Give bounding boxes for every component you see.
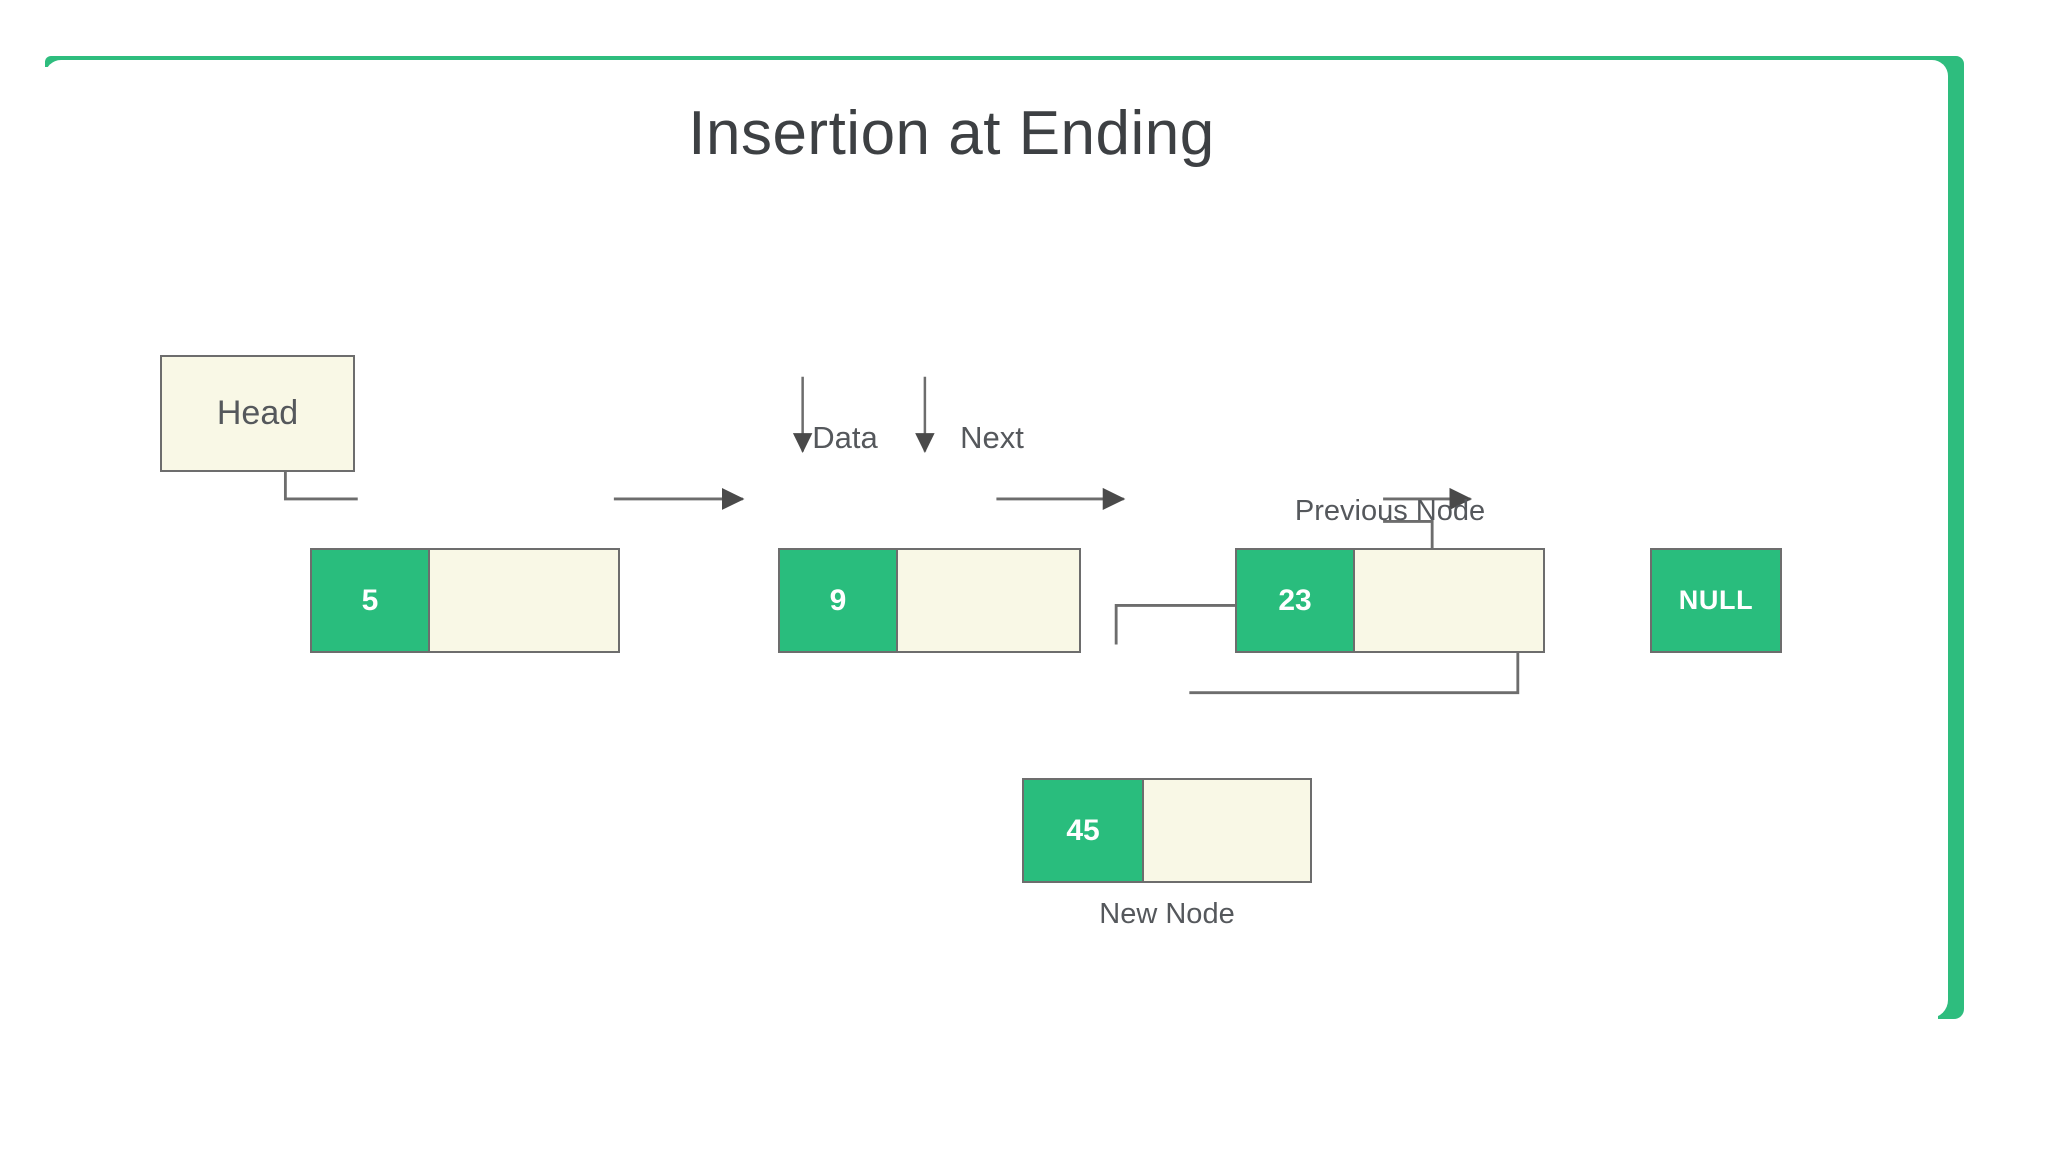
node-data-cell: 23 [1237,550,1355,651]
list-node-5: 5 [310,548,620,653]
page-title: Insertion at Ending [688,99,1215,168]
label-next: Next [960,420,1024,455]
label-new-node: New Node [1099,898,1235,930]
head-box: Head [160,355,355,472]
node-next-cell [1355,550,1543,651]
list-node-45-new: 45 [1022,778,1312,883]
slide-card [45,60,1948,1018]
null-label: NULL [1678,585,1754,615]
node-next-cell [430,550,618,651]
node-data-cell: 45 [1024,780,1144,881]
node-data-cell: 9 [780,550,898,651]
list-node-23: 23 [1235,548,1545,653]
list-node-9: 9 [778,548,1081,653]
node-next-cell [898,550,1079,651]
node-data-cell: 5 [312,550,430,651]
head-label: Head [216,394,299,432]
label-data: Data [812,420,878,455]
label-previous-node: Previous Node [1294,495,1486,527]
node-next-cell [1144,780,1310,881]
null-terminator-box: NULL [1650,548,1782,653]
